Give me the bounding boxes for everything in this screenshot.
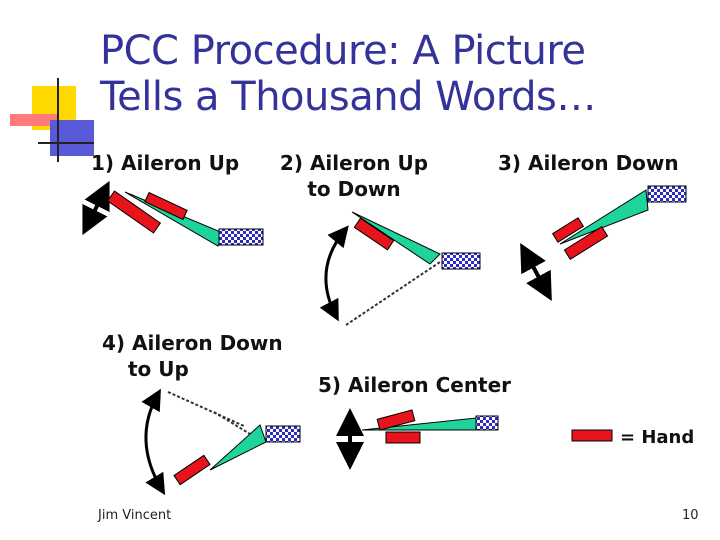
panel-4-diagram	[141, 388, 301, 496]
panel-2-hand	[353, 217, 395, 251]
slide-title: PCC Procedure: A Picture Tells a Thousan…	[100, 28, 700, 120]
panel-2-checkered-flag	[441, 252, 481, 270]
panel-2-label-line-1: 2) Aileron Up	[279, 151, 429, 175]
panel-4-dotted-line	[167, 391, 245, 427]
panel-5-label: 5) Aileron Center	[318, 373, 512, 397]
panel-5-hand-top	[376, 409, 416, 431]
panel-1-motion-arrow	[82, 180, 110, 236]
legend-hand-label: = Hand	[620, 427, 695, 448]
panel-3-hand-2	[551, 217, 585, 243]
panel-4-checkered-flag	[265, 425, 301, 443]
panel-2-label-line-2: to Down	[307, 177, 401, 201]
panel-4-label-line-1: 4) Aileron Down	[102, 331, 283, 355]
panel-4-aileron	[209, 424, 267, 471]
panel-4-dotted-line-2	[213, 411, 251, 435]
panel-1-hand-2	[144, 191, 188, 221]
panel-2-aileron	[351, 211, 441, 265]
panel-3-hand	[563, 225, 609, 261]
decor-vertical-line	[57, 78, 59, 162]
panel-3-diagram	[520, 185, 687, 302]
title-line-1: PCC Procedure: A Picture	[100, 28, 586, 74]
title-line-2: Tells a Thousand Words…	[100, 74, 596, 120]
panel-1-hand	[106, 190, 162, 234]
panel-5-hand-bottom	[385, 431, 421, 444]
footer-author: Jim Vincent	[98, 508, 172, 523]
panel-1-checkered-flag	[218, 228, 264, 246]
panel-2-motion-arrow	[319, 225, 349, 322]
panel-2-diagram	[319, 211, 481, 326]
panel-3-checkered-flag	[647, 185, 687, 203]
panel-4-motion-arrow	[141, 388, 166, 496]
panel-3-motion-arrow	[520, 242, 552, 302]
panel-1-diagram	[82, 180, 264, 247]
panel-2-dotted-line	[345, 261, 441, 326]
panel-3-aileron	[559, 189, 649, 245]
decor-red-bar	[10, 114, 58, 126]
panel-4-hand	[173, 454, 211, 486]
decor-horizontal-line	[38, 142, 94, 144]
panel-3-label: 3) Aileron Down	[498, 151, 679, 175]
legend-hand-swatch	[571, 429, 613, 442]
panel-4-label-line-2: to Up	[128, 357, 189, 381]
panel-5-checkered-flag	[475, 415, 499, 431]
page-number: 10	[682, 508, 699, 523]
panel-1-label: 1) Aileron Up	[91, 151, 240, 175]
panel-5-diagram	[336, 408, 499, 470]
panel-2-label: 2) Aileron Up to Down	[264, 150, 444, 202]
